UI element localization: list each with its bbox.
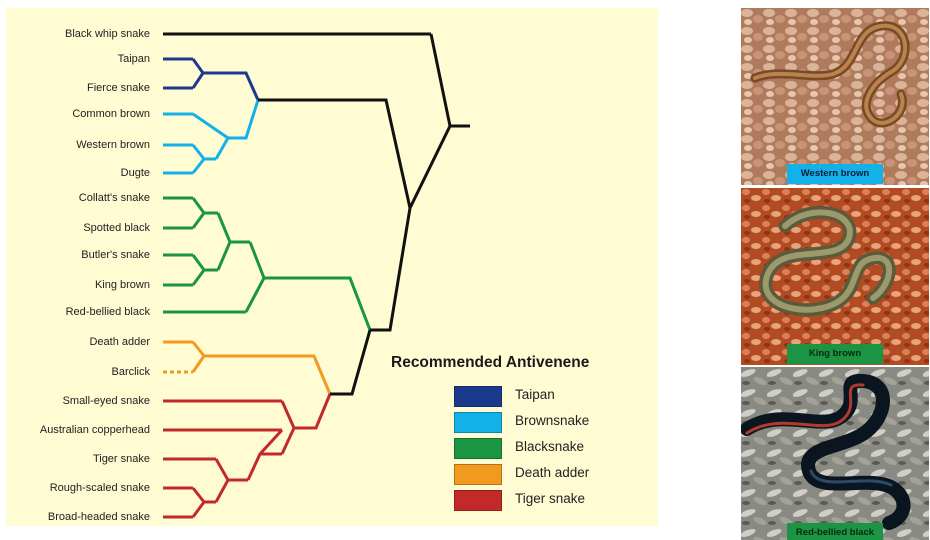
legend-label-taipan: Taipan	[515, 387, 555, 402]
photo-king-brown: King brown	[741, 188, 929, 365]
legend-swatch-blacksnake	[454, 438, 502, 459]
branch-black	[264, 278, 370, 330]
node-black	[246, 242, 264, 312]
taxon-label: Red-bellied black	[66, 305, 150, 319]
taxon-label: Taipan	[118, 52, 150, 66]
taxon-label: King brown	[95, 278, 150, 292]
branch-adder	[204, 356, 330, 394]
red-bellied-black-snake-image	[741, 367, 929, 540]
taxon-label: Western brown	[76, 138, 150, 152]
legend-label-brownsnake: Brownsnake	[515, 413, 589, 428]
legend-label-blacksnake: Blacksnake	[515, 439, 584, 454]
node-tiger	[282, 401, 294, 454]
node-black-ab	[218, 213, 230, 270]
node-black-a	[193, 198, 204, 228]
legend-swatch-brownsnake	[454, 412, 502, 433]
node-brown-inner	[193, 145, 204, 173]
node-tiger-a	[193, 488, 204, 517]
taxon-label: Australian copperhead	[40, 423, 150, 437]
caption-king-brown: King brown	[787, 344, 883, 364]
taxon-label: Dugte	[121, 166, 150, 180]
node-lower	[370, 208, 410, 330]
taxon-label: Common brown	[72, 107, 150, 121]
taxon-label: Collatt's snake	[79, 191, 150, 205]
node-root-upper	[410, 34, 450, 208]
taxon-label: Fierce snake	[87, 81, 150, 95]
node-taipan	[193, 59, 203, 88]
branch-brown	[228, 100, 258, 138]
caption-western-brown-text: Western brown	[801, 168, 869, 179]
caption-red-bellied-black: Red-bellied black	[787, 523, 883, 540]
western-brown-snake-image	[741, 8, 929, 185]
antivenene-legend: Recommended Antivenene Taipan Brownsnake…	[391, 354, 661, 372]
node-adder-tiger	[330, 330, 370, 394]
caption-red-bellied-black-text: Red-bellied black	[796, 527, 874, 538]
branch-tiger	[294, 394, 330, 428]
caption-king-brown-text: King brown	[809, 348, 861, 359]
node-adder	[193, 342, 204, 372]
taxon-label: Black whip snake	[65, 27, 150, 41]
legend-swatch-taipan	[454, 386, 502, 407]
taxon-label: Death adder	[89, 335, 150, 349]
branch-taipan	[203, 73, 258, 100]
taxon-label: Small-eyed snake	[63, 394, 150, 408]
taxon-label: Spotted black	[83, 221, 150, 235]
caption-western-brown: Western brown	[787, 164, 883, 184]
legend-title: Recommended Antivenene	[391, 354, 661, 372]
taxon-label: Tiger snake	[93, 452, 150, 466]
node-black-b	[193, 255, 204, 285]
legend-swatch-tiger-snake	[454, 490, 502, 511]
taxon-label: Broad-headed snake	[48, 510, 150, 524]
legend-label-death-adder: Death adder	[515, 465, 589, 480]
branch-taipan-brown	[258, 100, 410, 208]
taxon-label: Barclick	[111, 365, 150, 379]
taxon-label: Rough-scaled snake	[50, 481, 150, 495]
legend-swatch-death-adder	[454, 464, 502, 485]
node-tiger-b	[216, 459, 228, 502]
photo-red-bellied-black: Red-bellied black	[741, 367, 929, 540]
king-brown-snake-image	[741, 188, 929, 365]
legend-label-tiger-snake: Tiger snake	[515, 491, 585, 506]
photo-western-brown: Western brown	[741, 8, 929, 185]
taxon-label: Butler's snake	[81, 248, 150, 262]
